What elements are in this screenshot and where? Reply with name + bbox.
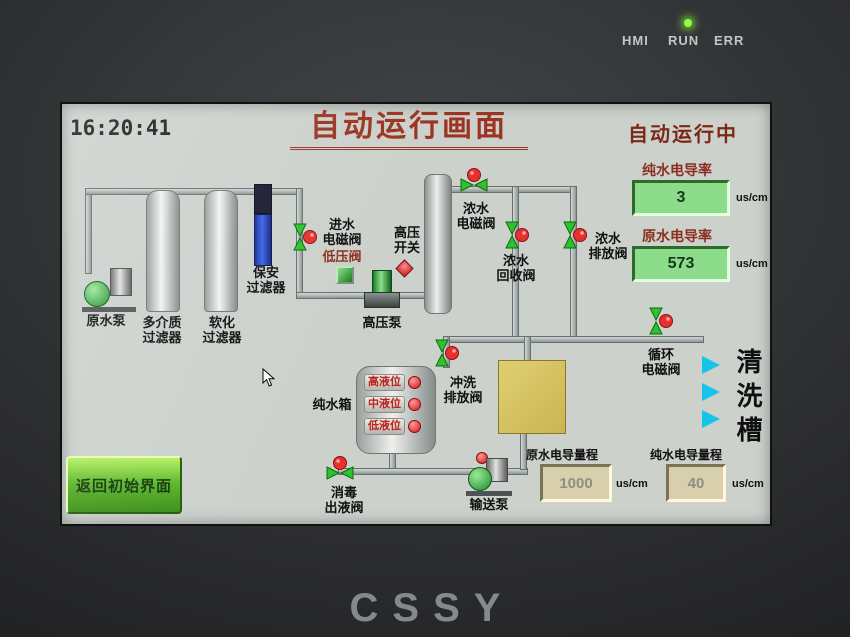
- back-button[interactable]: 返回初始界面: [66, 456, 182, 514]
- flow-arrow: [702, 356, 720, 374]
- chemical-tank: [498, 360, 566, 434]
- raw-water-pump-label: 原水泵: [86, 313, 126, 328]
- pure-range-label: 纯水电导量程: [650, 448, 723, 462]
- raw-conductivity-label: 原水电导率: [642, 228, 712, 244]
- led-run-label: RUN: [668, 33, 700, 48]
- concentrate-solenoid-valve-icon[interactable]: [460, 168, 488, 194]
- security-filter-tank: [254, 184, 272, 266]
- pure-water-tank-label: 纯水箱: [312, 397, 352, 412]
- raw-range-unit: us/cm: [616, 478, 648, 490]
- pump-base: [82, 307, 136, 312]
- pure-conductivity-unit: us/cm: [736, 192, 768, 204]
- flush-drain-valve-icon[interactable]: [433, 339, 459, 367]
- raw-range-value: 1000: [540, 464, 612, 502]
- hmi-screen: 16:20:41 自动运行画面 自动运行中 纯水电导率 3 us/cm 原水电导…: [60, 102, 772, 526]
- flow-arrow: [702, 410, 720, 428]
- pump-volute: [84, 281, 110, 307]
- pipe: [446, 336, 704, 343]
- low-pressure-switch-icon: [336, 266, 354, 284]
- brand-logo: CSSY: [349, 586, 515, 630]
- pure-conductivity-label: 纯水电导率: [642, 162, 712, 178]
- pipe: [296, 292, 366, 299]
- pump-base: [466, 491, 512, 496]
- ro-membrane-vessel: [424, 174, 452, 314]
- security-filter-body: [254, 214, 272, 266]
- level-low-indicator: 低液位: [364, 418, 421, 435]
- level-low-label: 低液位: [364, 418, 405, 435]
- inlet-solenoid-valve-icon[interactable]: [291, 223, 317, 251]
- inlet-solenoid-valve-label: 进水 电磁阀: [322, 217, 362, 247]
- high-pressure-pump-icon[interactable]: [362, 270, 402, 312]
- run-led: [684, 19, 692, 27]
- concentrate-drain-valve-label: 浓水 排放阀: [588, 231, 628, 261]
- led-err-label: ERR: [714, 33, 745, 48]
- low-pressure-valve-label: 低压阀: [322, 249, 362, 264]
- pump-volute: [468, 467, 492, 491]
- pipe: [338, 468, 528, 475]
- flow-arrow: [702, 383, 720, 401]
- softener-tank: [204, 190, 238, 312]
- pure-range-value: 40: [666, 464, 726, 502]
- raw-range-label: 原水电导量程: [526, 448, 599, 462]
- disinfect-outlet-valve-label: 消毒 出液阀: [324, 485, 364, 515]
- level-high-lamp: [408, 376, 421, 389]
- media-filter-tank: [146, 190, 180, 312]
- concentrate-drain-valve-icon[interactable]: [561, 221, 587, 249]
- pure-conductivity-value: 3: [632, 180, 730, 216]
- high-pressure-switch-label: 高压 开关: [393, 225, 420, 255]
- pump-motor: [372, 270, 392, 294]
- level-mid-indicator: 中液位: [364, 396, 421, 413]
- media-filter-label: 多介质 过滤器: [142, 315, 182, 345]
- high-pressure-pump-label: 高压泵: [362, 315, 402, 330]
- raw-water-pump-icon[interactable]: [82, 266, 136, 312]
- pipe: [85, 190, 92, 274]
- level-high-label: 高液位: [364, 374, 405, 391]
- flush-drain-valve-label: 冲洗 排放阀: [443, 375, 483, 405]
- transfer-pump-label: 输送泵: [469, 497, 509, 512]
- level-mid-label: 中液位: [364, 396, 405, 413]
- concentrate-recovery-valve-label: 浓水 回收阀: [496, 253, 536, 283]
- level-mid-lamp: [408, 398, 421, 411]
- security-filter-cap: [254, 184, 272, 214]
- page-title: 自动运行画面: [290, 109, 528, 150]
- circulation-solenoid-valve-label: 循环 电磁阀: [641, 347, 681, 377]
- led-hmi-label: HMI: [622, 33, 649, 48]
- raw-conductivity-unit: us/cm: [736, 258, 768, 270]
- run-status: 自动运行中: [628, 124, 738, 146]
- pipe: [524, 336, 531, 362]
- pipe: [570, 186, 577, 343]
- pure-range-unit: us/cm: [732, 478, 764, 490]
- circulation-solenoid-valve-icon[interactable]: [647, 307, 673, 335]
- transfer-pump-icon[interactable]: [466, 452, 512, 496]
- mouse-cursor: [262, 367, 276, 393]
- softener-label: 软化 过滤器: [202, 315, 242, 345]
- cleaning-tank-label: 清洗槽: [733, 348, 763, 450]
- clock: 16:20:41: [70, 116, 172, 140]
- level-high-indicator: 高液位: [364, 374, 421, 391]
- raw-conductivity-value: 573: [632, 246, 730, 282]
- level-low-lamp: [408, 420, 421, 433]
- pump-volute: [364, 292, 400, 308]
- security-filter-label: 保安 过滤器: [246, 265, 286, 295]
- pump-motor: [110, 268, 132, 296]
- disinfect-outlet-valve-icon[interactable]: [326, 456, 354, 482]
- concentrate-recovery-valve-icon[interactable]: [503, 221, 529, 249]
- concentrate-solenoid-valve-label: 浓水 电磁阀: [456, 201, 496, 231]
